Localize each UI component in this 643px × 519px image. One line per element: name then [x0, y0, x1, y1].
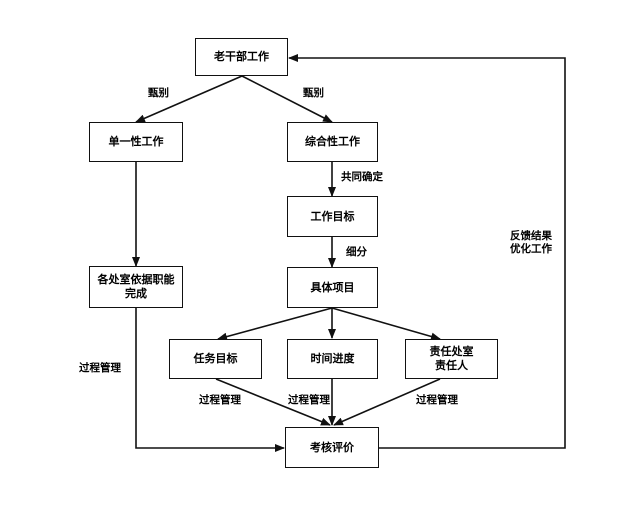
arrow-gechu-to-kaohe [135, 308, 285, 452]
node-single-work: 单一性工作 [89, 122, 183, 162]
label-subdivide: 细分 [346, 246, 367, 258]
arrow-feedback-loop [288, 54, 566, 449]
arrow-laoganbu-to-danyi [135, 75, 243, 123]
arrow-renwu-to-kaohe [215, 378, 331, 426]
label-screening-left: 甄别 [148, 87, 169, 99]
node-time-progress: 时间进度 [287, 339, 378, 379]
node-lao-ganbu-work: 老干部工作 [195, 38, 288, 76]
label-process-mgmt-left: 过程管理 [79, 362, 121, 374]
node-responsible-division: 责任处室 责任人 [405, 339, 498, 379]
label-feedback: 反馈结果 优化工作 [510, 230, 552, 255]
arrow-zeren-to-kaohe [333, 378, 441, 426]
node-task-goal: 任务目标 [169, 339, 262, 379]
arrow-laoganbu-to-zonghe [241, 75, 333, 123]
node-division-complete: 各处室依据职能 完成 [89, 266, 183, 308]
node-assessment: 考核评价 [285, 427, 379, 468]
node-work-goal: 工作目标 [287, 196, 378, 237]
label-jointly-determine: 共同确定 [341, 171, 383, 183]
label-process-mgmt-time: 过程管理 [288, 394, 330, 406]
label-screening-right: 甄别 [303, 87, 324, 99]
label-process-mgmt-responsible: 过程管理 [416, 394, 458, 406]
arrow-juti-to-renwu [217, 307, 333, 341]
label-process-mgmt-task: 过程管理 [199, 394, 241, 406]
node-comprehensive-work: 综合性工作 [287, 122, 378, 162]
arrow-juti-to-zeren [331, 307, 441, 341]
node-specific-project: 具体项目 [287, 267, 378, 308]
